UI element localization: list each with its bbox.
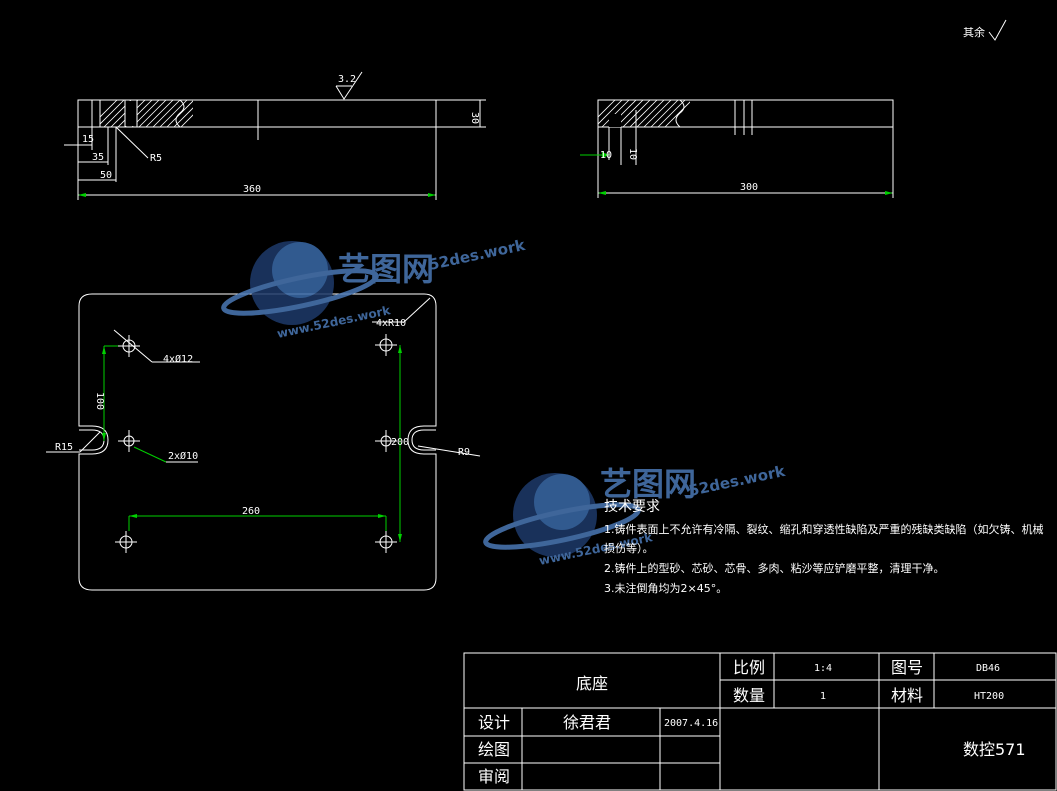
qty-label: 数量 (733, 686, 765, 705)
dim-50: 50 (100, 170, 112, 181)
hole-12-tr (375, 334, 397, 356)
tech-req-line-4: 3.未注倒角均为2×45°。 (604, 581, 727, 595)
designer: 徐君君 (563, 713, 611, 732)
scale-value: 1:4 (814, 663, 832, 674)
dim-r5: R5 (150, 153, 162, 164)
side-dim-300: 300 (740, 182, 758, 193)
hole-12-br (375, 531, 397, 553)
tech-requirements: 技术要求 1.铸件表面上不允许有冷隔、裂纹、缩孔和穿透性缺陷及严重的残缺类缺陷（… (604, 499, 1044, 595)
tech-req-line-1: 1.铸件表面上不允许有冷隔、裂纹、缩孔和穿透性缺陷及严重的残缺类缺陷（如欠铸、机… (604, 522, 1044, 536)
side-dim-10a: 10 (600, 150, 612, 161)
front-view: 15 35 50 360 R5 30 3.2 (64, 71, 486, 200)
dim-4xd12: 4xØ12 (163, 353, 193, 365)
material-label: 材料 (891, 686, 923, 705)
hole-12-bl (115, 531, 137, 553)
dim-200: 200 (391, 437, 409, 448)
part-name: 底座 (576, 674, 608, 693)
scale-label: 比例 (733, 658, 765, 677)
roughness-3-2: 3.2 (338, 74, 356, 85)
dim-r9: R9 (458, 447, 470, 458)
qty-value: 1 (820, 691, 826, 702)
tech-req-title: 技术要求 (604, 499, 660, 515)
design-label: 设计 (478, 713, 510, 732)
title-block: 底座 比例 1:4 图号 DB46 数量 1 材料 HT200 设计 徐君君 2… (463, 652, 1057, 791)
tech-req-line-3: 2.铸件上的型砂、芯砂、芯骨、多肉、粘沙等应铲磨平整，清理干净。 (604, 561, 945, 575)
material: HT200 (974, 691, 1004, 702)
roughness-other-label: 其余 (963, 25, 985, 39)
roughness-symbol-icon (988, 19, 1007, 41)
organization: 数控571 (963, 740, 1026, 759)
review-label: 审阅 (478, 767, 510, 786)
dim-30: 30 (469, 112, 480, 124)
watermark-cn-1: 艺图网 (338, 250, 434, 288)
dim-35: 35 (92, 152, 104, 163)
tech-req-line-2: 损伤等）。 (604, 541, 654, 555)
dim-100: 100 (94, 392, 105, 410)
dim-2xd10: 2xØ10 (168, 450, 198, 462)
dim-260: 260 (242, 506, 260, 517)
dim-r15: R15 (55, 442, 73, 453)
dim-4xR10: 4xR10 (376, 318, 406, 329)
dim-360: 360 (243, 184, 261, 195)
watermark-en-1: 52des.work (427, 236, 528, 274)
hole-10-mr (375, 430, 397, 452)
side-view: 10 10 300 (580, 99, 894, 198)
drawn-label: 绘图 (478, 740, 510, 759)
design-date: 2007.4.16 (664, 718, 718, 729)
dim-15: 15 (82, 134, 94, 145)
drawing-no: DB46 (976, 663, 1000, 674)
side-dim-10b: 10 (627, 148, 638, 160)
hole-10-ml (118, 430, 140, 452)
plan-view: 4xR10 4xØ12 100 R15 2xØ10 200 R9 260 (46, 293, 481, 591)
watermark-cn-2: 艺图网 (600, 465, 696, 503)
watermark-1: 艺图网 52des.work www.52des.work (221, 236, 528, 341)
watermark-en-2: 52des.work (687, 462, 788, 500)
drawing-no-label: 图号 (891, 658, 923, 677)
hole-12-tl (118, 335, 140, 357)
